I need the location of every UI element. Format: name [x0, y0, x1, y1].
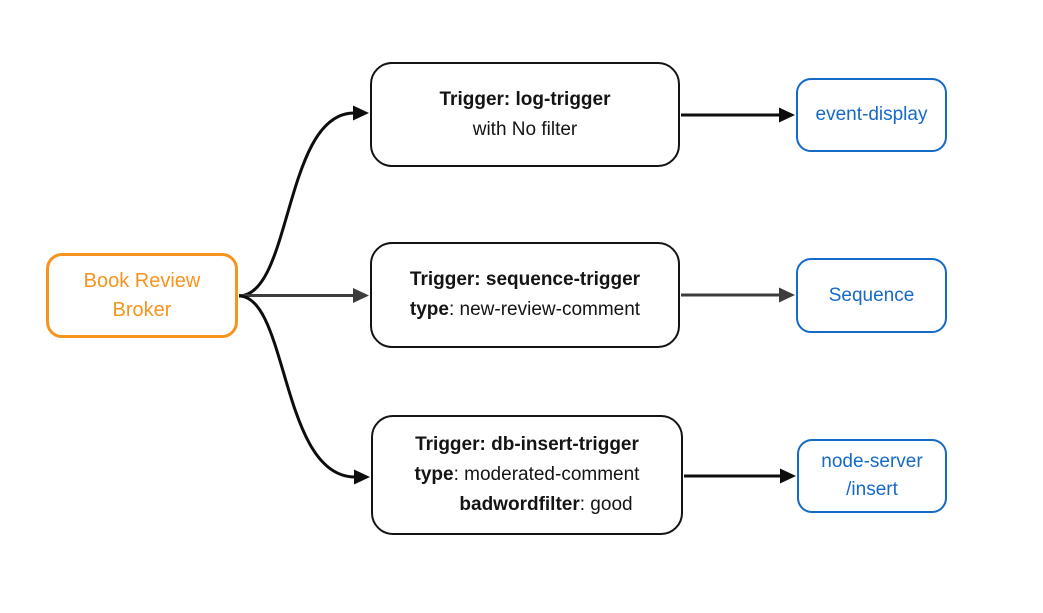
trigger-db-insert-attr2-value: : good: [579, 494, 633, 515]
trigger-db-insert-attr1-value: : moderated-comment: [453, 464, 640, 485]
broker-node: Book Review Broker: [46, 253, 238, 338]
trigger-db-insert-attr1: type: moderated-comment: [415, 460, 640, 490]
sink-sequence-label: Sequence: [828, 284, 915, 306]
sink-sequence-node: Sequence: [796, 258, 947, 333]
sink-node-server-line2: /insert: [846, 479, 898, 500]
trigger-sequence-attr-key: type: [409, 299, 449, 320]
broker-label-line1: Book Review: [83, 269, 201, 292]
trigger-sequence-title: Trigger: sequence-trigger: [409, 269, 641, 290]
trigger-db-insert-attr1-key: type: [414, 464, 454, 485]
trigger-sequence-attr: type: new-review-comment: [410, 295, 640, 325]
sink-node-server-line1: node-server: [821, 451, 923, 472]
sink-node-server-node: node-server /insert: [797, 439, 947, 513]
sink-event-display-node: event-display: [796, 78, 947, 152]
trigger-log-subtitle: with No filter: [472, 118, 578, 140]
edge-trigger-db-insert-to-node-server: [684, 468, 796, 484]
edge-trigger-log-to-event-display: [681, 107, 795, 123]
broker-label-line2: Broker: [112, 298, 172, 321]
trigger-log-title: Trigger: log-trigger: [439, 88, 611, 110]
edge-broker-to-trigger-db-insert: [238, 294, 370, 485]
trigger-db-insert-node: Trigger: db-insert-trigger type: moderat…: [371, 415, 683, 535]
trigger-db-insert-title: Trigger: db-insert-trigger: [415, 434, 639, 455]
edge-trigger-sequence-to-sequence: [681, 287, 795, 303]
sink-event-display-label: event-display: [815, 104, 928, 125]
edge-broker-to-trigger-sequence: [239, 288, 369, 303]
edge-broker-to-trigger-log: [238, 105, 369, 298]
trigger-db-insert-attr2-key: badwordfilter: [459, 494, 580, 515]
trigger-sequence-attr-value: : new-review-comment: [448, 299, 641, 320]
trigger-sequence-node: Trigger: sequence-trigger type: new-revi…: [370, 242, 680, 348]
trigger-log-node: Trigger: log-trigger with No filter: [370, 62, 680, 167]
trigger-db-insert-attr2: badwordfilter: good: [421, 490, 632, 520]
